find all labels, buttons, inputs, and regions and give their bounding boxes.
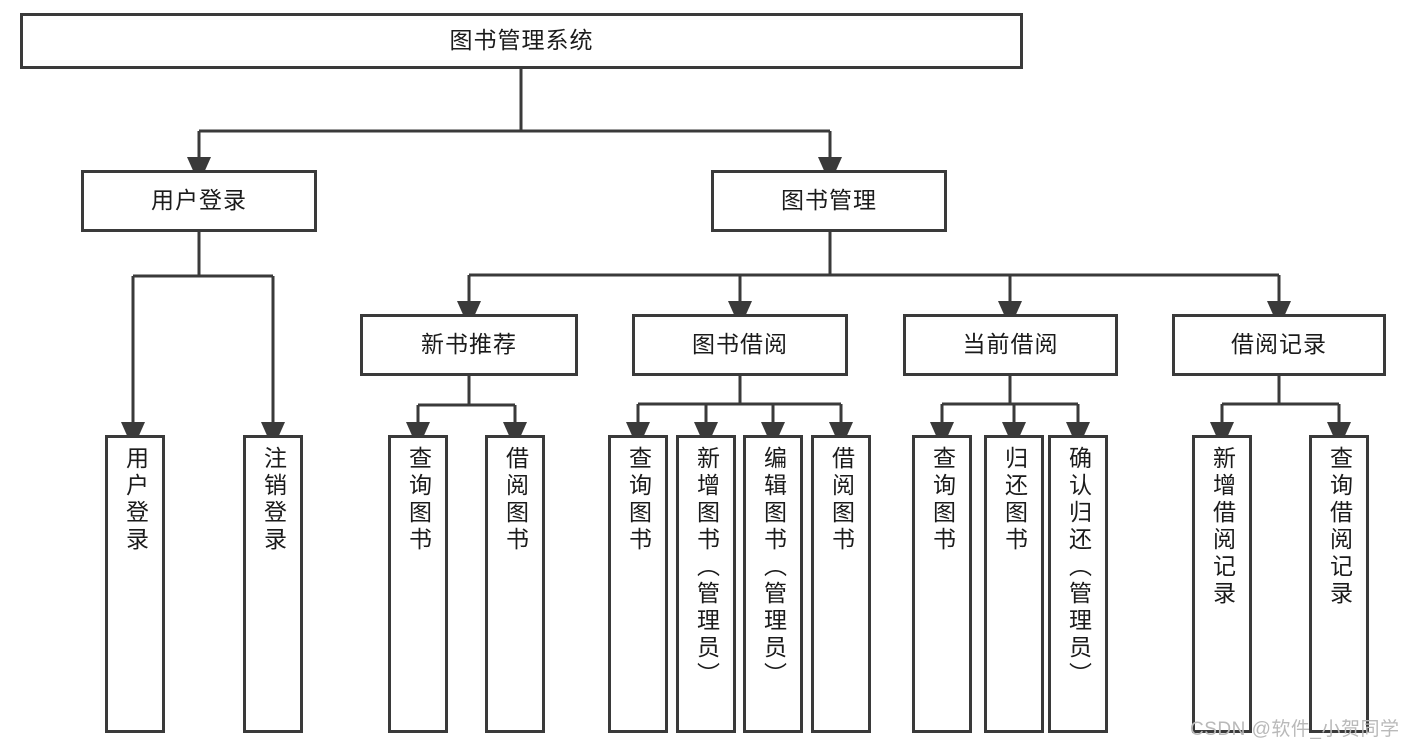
node-book-borrow[interactable]: 图书借阅 [632, 314, 848, 376]
leaf-add-record[interactable]: 新增借阅记录 [1192, 435, 1252, 733]
node-label: 图书管理 [781, 187, 877, 214]
node-label: 新书推荐 [421, 331, 517, 358]
leaf-user-logout[interactable]: 注销登录 [243, 435, 303, 733]
node-label: 图书管理系统 [449, 27, 594, 54]
node-new-book-recommend[interactable]: 新书推荐 [360, 314, 578, 376]
node-label: 查询图书 [405, 446, 432, 554]
node-book-management-system[interactable]: 图书管理系统 [20, 13, 1023, 69]
node-label: 当前借阅 [962, 331, 1059, 358]
leaf-query-book-2[interactable]: 查询图书 [608, 435, 668, 733]
node-borrow-record[interactable]: 借阅记录 [1172, 314, 1386, 376]
node-label: 新增图书（管理员） [693, 446, 720, 689]
node-book-management[interactable]: 图书管理 [711, 170, 947, 232]
node-label: 借阅图书 [502, 446, 529, 554]
node-label: 新增借阅记录 [1209, 446, 1236, 608]
csdn-watermark: CSDN @软件_小贺同学 [1190, 719, 1400, 740]
leaf-query-book-1[interactable]: 查询图书 [388, 435, 448, 733]
leaf-confirm-return[interactable]: 确认归还（管理员） [1048, 435, 1108, 733]
leaf-query-record[interactable]: 查询借阅记录 [1309, 435, 1369, 733]
node-user-login[interactable]: 用户登录 [81, 170, 317, 232]
node-label: 用户登录 [151, 187, 247, 214]
node-label: 编辑图书（管理员） [760, 446, 787, 689]
node-label: 借阅记录 [1231, 331, 1327, 358]
node-label: 确认归还（管理员） [1065, 446, 1092, 689]
node-label: 查询图书 [625, 446, 652, 554]
leaf-return-book[interactable]: 归还图书 [984, 435, 1044, 733]
leaf-borrow-book-1[interactable]: 借阅图书 [485, 435, 545, 733]
node-label: 查询借阅记录 [1326, 446, 1353, 608]
node-current-borrow[interactable]: 当前借阅 [903, 314, 1118, 376]
node-label: 注销登录 [260, 446, 287, 554]
node-label: 归还图书 [1001, 446, 1028, 554]
leaf-edit-book[interactable]: 编辑图书（管理员） [743, 435, 803, 733]
node-label: 图书借阅 [692, 331, 788, 358]
node-label: 用户登录 [122, 446, 149, 554]
node-label: 借阅图书 [828, 446, 855, 554]
leaf-borrow-book-2[interactable]: 借阅图书 [811, 435, 871, 733]
leaf-query-book-3[interactable]: 查询图书 [912, 435, 972, 733]
leaf-add-book[interactable]: 新增图书（管理员） [676, 435, 736, 733]
node-label: 查询图书 [929, 446, 956, 554]
leaf-user-login[interactable]: 用户登录 [105, 435, 165, 733]
